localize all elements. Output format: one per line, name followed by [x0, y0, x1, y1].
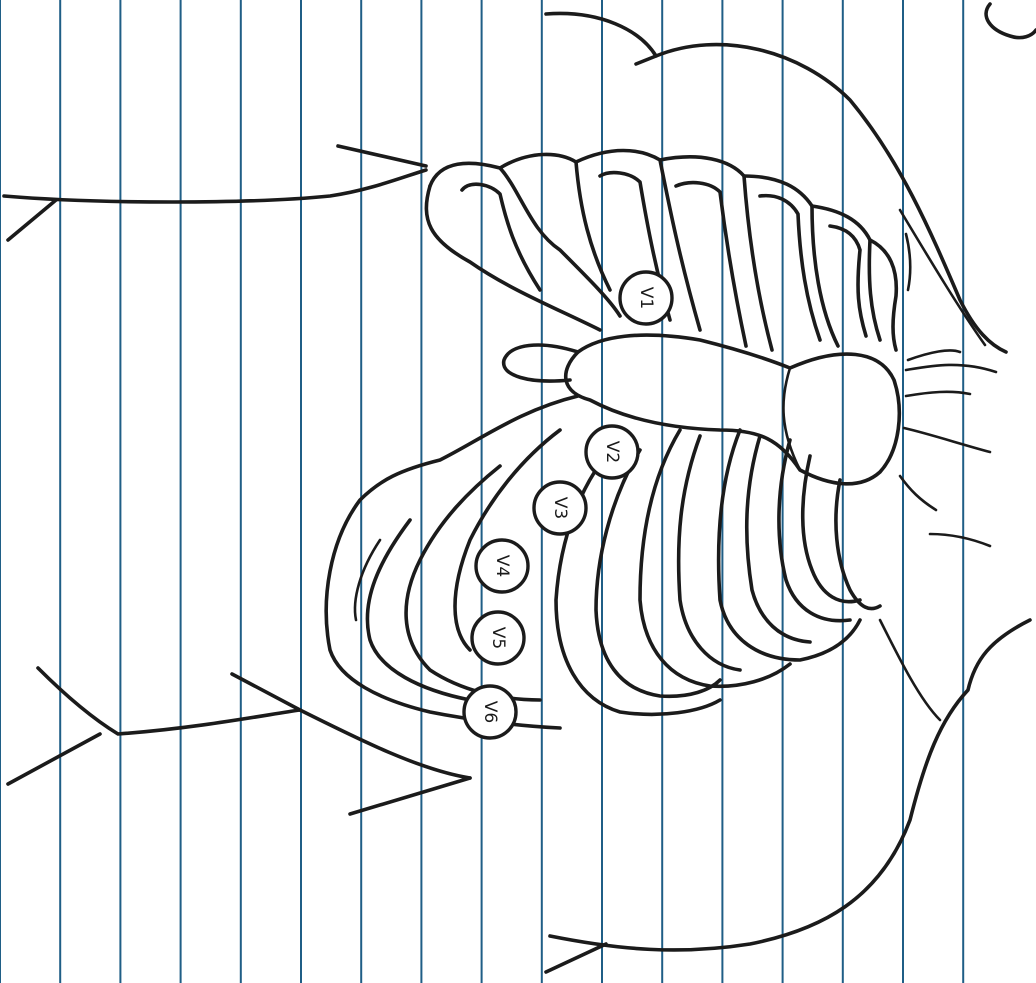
notebook-rule-lines	[0, 0, 963, 983]
electrode-v2[interactable]: V2	[586, 426, 638, 478]
electrode-v4[interactable]: V4	[476, 540, 528, 592]
lower-arm-outline	[8, 668, 470, 814]
electrode-v2-label: V2	[602, 441, 622, 463]
electrode-v1[interactable]: V1	[620, 272, 672, 324]
sternum	[504, 335, 900, 484]
electrode-v6[interactable]: V6	[464, 686, 516, 738]
collarbone-lines	[900, 234, 996, 546]
electrode-v3[interactable]: V3	[534, 482, 586, 534]
upper-arm-outline	[4, 146, 426, 240]
electrode-v4-label: V4	[492, 555, 512, 577]
electrode-v3-label: V3	[550, 497, 570, 519]
electrode-v1-label: V1	[636, 287, 656, 309]
electrode-v6-label: V6	[480, 701, 500, 723]
electrode-v5[interactable]: V5	[472, 612, 524, 664]
electrode-v5-label: V5	[488, 627, 508, 649]
